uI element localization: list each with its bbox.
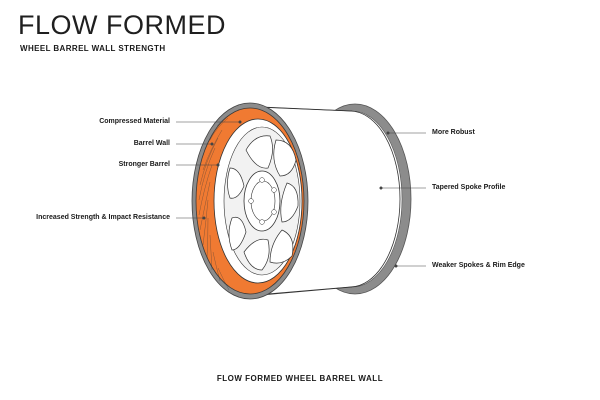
label-increased-strength: Increased Strength & Impact Resistance	[36, 214, 170, 221]
label-compressed-material: Compressed Material	[99, 118, 170, 125]
label-weaker-spokes: Weaker Spokes & Rim Edge	[432, 262, 525, 269]
page-subtitle: WHEEL BARREL WALL STRENGTH	[20, 44, 166, 53]
label-tapered-spoke-profile: Tapered Spoke Profile	[432, 184, 506, 191]
label-more-robust: More Robust	[432, 129, 475, 136]
label-stronger-barrel: Stronger Barrel	[118, 161, 170, 168]
figure-caption: FLOW FORMED WHEEL BARREL WALL	[216, 374, 384, 383]
lug-holes	[248, 177, 277, 225]
label-barrel-wall: Barrel Wall	[133, 140, 170, 147]
wheel-hub	[243, 170, 281, 232]
spoke-windows	[227, 135, 299, 271]
page-title: FLOW FORMED	[18, 10, 226, 40]
callout-lines	[176, 120, 426, 268]
barrel-grain-lines	[198, 110, 237, 291]
